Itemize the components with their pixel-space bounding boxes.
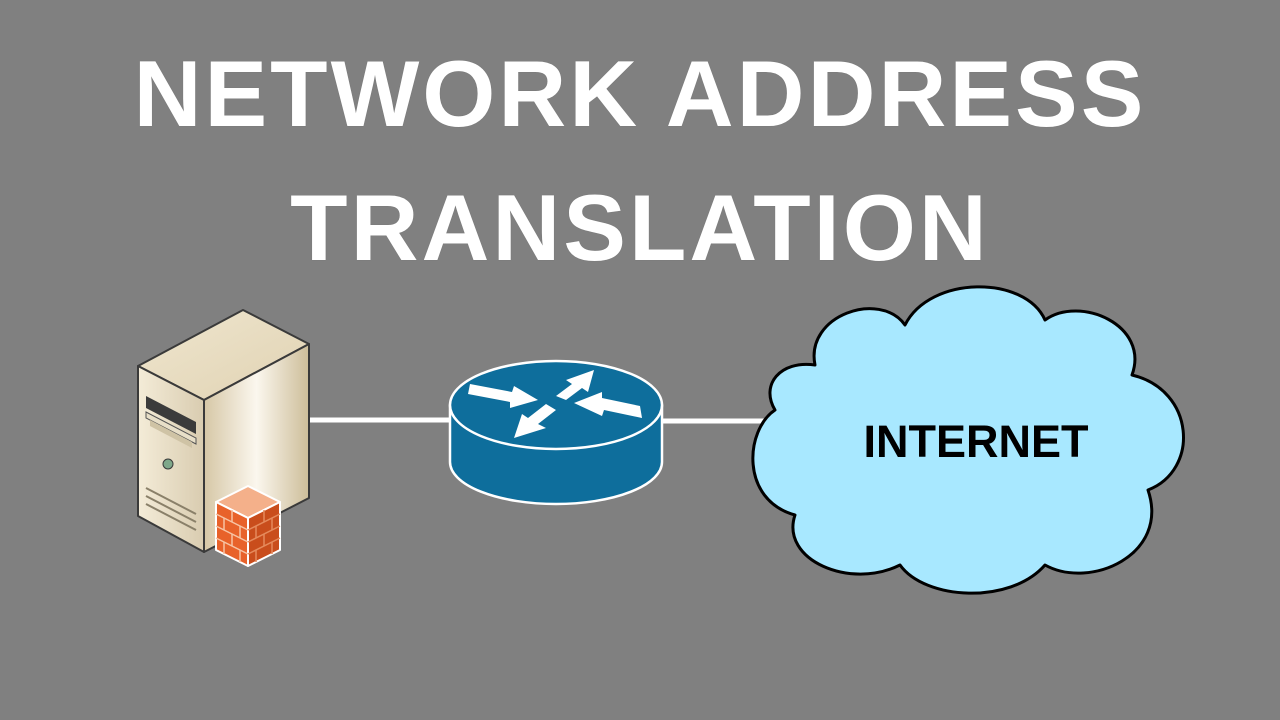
router-arrows-icon — [468, 370, 642, 438]
cloud-label: INTERNET — [864, 416, 1089, 467]
title-line-1: NETWORK ADDRESS — [133, 41, 1147, 146]
firewall-icon — [215, 485, 281, 567]
title-line-2: TRANSLATION — [290, 175, 990, 280]
router-icon — [448, 359, 664, 506]
cloud-icon: INTERNET — [751, 285, 1185, 595]
server-with-firewall-icon — [137, 309, 310, 567]
